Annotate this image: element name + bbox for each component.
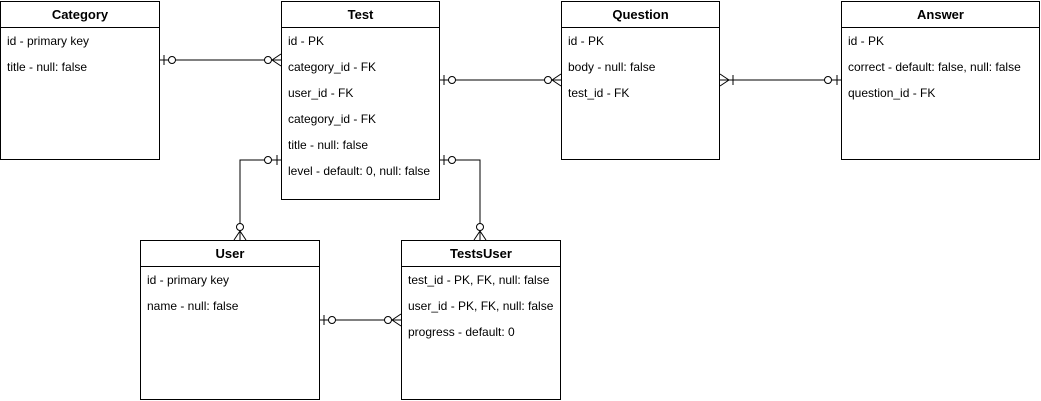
entity-field: title - null: false xyxy=(7,60,88,74)
entity-field: category_id - FK xyxy=(288,112,377,126)
entity-field: question_id - FK xyxy=(848,86,936,100)
entity-field: test_id - PK, FK, null: false xyxy=(408,273,550,287)
entity-field: id - primary key xyxy=(147,273,230,287)
entity-title: TestsUser xyxy=(402,241,560,267)
entity-field: id - PK xyxy=(288,34,325,48)
relationship-test-testsuser[interactable] xyxy=(440,155,487,241)
entity-field: id - PK xyxy=(848,34,885,48)
entity-field: user_id - PK, FK, null: false xyxy=(408,299,554,313)
entity-answer[interactable]: Answer id - PK correct - default: false,… xyxy=(841,1,1040,160)
entity-field: category_id - FK xyxy=(288,60,377,74)
entity-field: level - default: 0, null: false xyxy=(288,164,431,178)
entity-field: id - primary key xyxy=(7,34,90,48)
relationship-question-answer[interactable] xyxy=(719,73,841,87)
entity-user[interactable]: User id - primary key name - null: false xyxy=(140,240,320,400)
entity-field: user_id - FK xyxy=(288,86,354,100)
entity-field: title - null: false xyxy=(288,138,369,152)
entity-field: progress - default: 0 xyxy=(408,325,515,339)
entity-question[interactable]: Question id - PK body - null: false test… xyxy=(561,1,720,160)
relationship-user-testsuser[interactable] xyxy=(320,313,402,327)
entity-title: Category xyxy=(1,2,159,28)
entity-field: test_id - FK xyxy=(568,86,630,100)
relationship-category-test[interactable] xyxy=(160,53,282,67)
entity-title: User xyxy=(141,241,319,267)
entity-field: name - null: false xyxy=(147,299,239,313)
entity-title: Answer xyxy=(842,2,1039,28)
entity-category[interactable]: Category id - primary key title - null: … xyxy=(0,1,160,160)
entity-field: id - PK xyxy=(568,34,605,48)
entity-testsuser[interactable]: TestsUser test_id - PK, FK, null: false … xyxy=(401,240,561,400)
entity-test[interactable]: Test id - PK category_id - FK user_id - … xyxy=(281,1,440,200)
entity-field: correct - default: false, null: false xyxy=(848,60,1021,74)
relationship-test-question[interactable] xyxy=(440,73,562,87)
entity-title: Question xyxy=(562,2,719,28)
entity-title: Test xyxy=(282,2,439,28)
relationship-test-user[interactable] xyxy=(233,155,281,241)
entity-field: body - null: false xyxy=(568,60,656,74)
